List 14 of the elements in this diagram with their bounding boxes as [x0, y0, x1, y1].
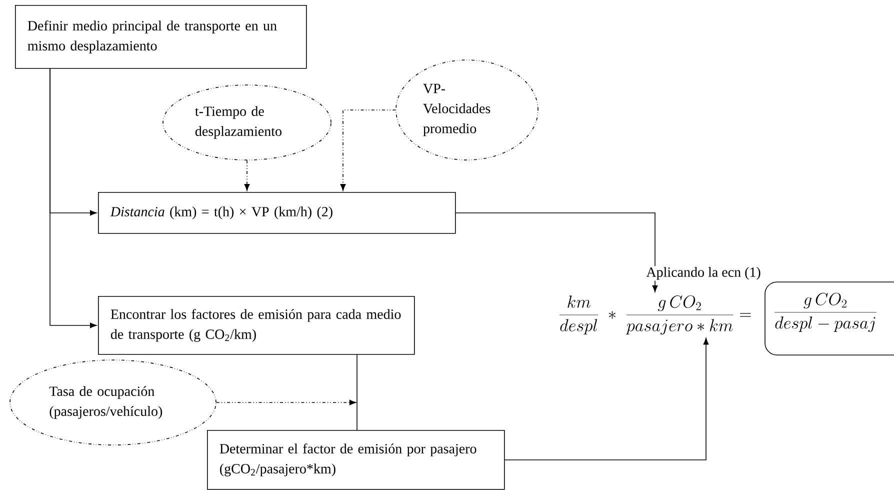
formula-box: Distancia (km) = t(h) × VP (km/h) (2) — [98, 192, 456, 234]
result-bracket: $\frac{g\,CO_2}{despl-pasaj}$ — [764, 282, 894, 356]
process-box: Determinar el factor de emisión por pasajero (gCO$_{2}$/pasajero*km) — [207, 430, 505, 490]
process-box: Definir medio principal de transporte en un mismo desplazamiento — [15, 5, 307, 69]
arrow — [50, 68, 97, 328]
equation: $\frac{km}{despl}\;*\;\frac{g\,CO_2}{pasajero*km} =$ — [560, 295, 751, 335]
connector-line — [356, 354, 358, 430]
process-box: Encontrar los factores de emisión para cada medio de transporte (g CO$_{2}$/km) — [98, 296, 415, 355]
arrow — [244, 160, 250, 191]
arrow — [340, 110, 396, 191]
arrow — [455, 212, 658, 292]
arrow — [216, 400, 356, 406]
edge-label: Aplicando la ecn (1) — [645, 266, 762, 281]
arrow — [504, 338, 709, 460]
